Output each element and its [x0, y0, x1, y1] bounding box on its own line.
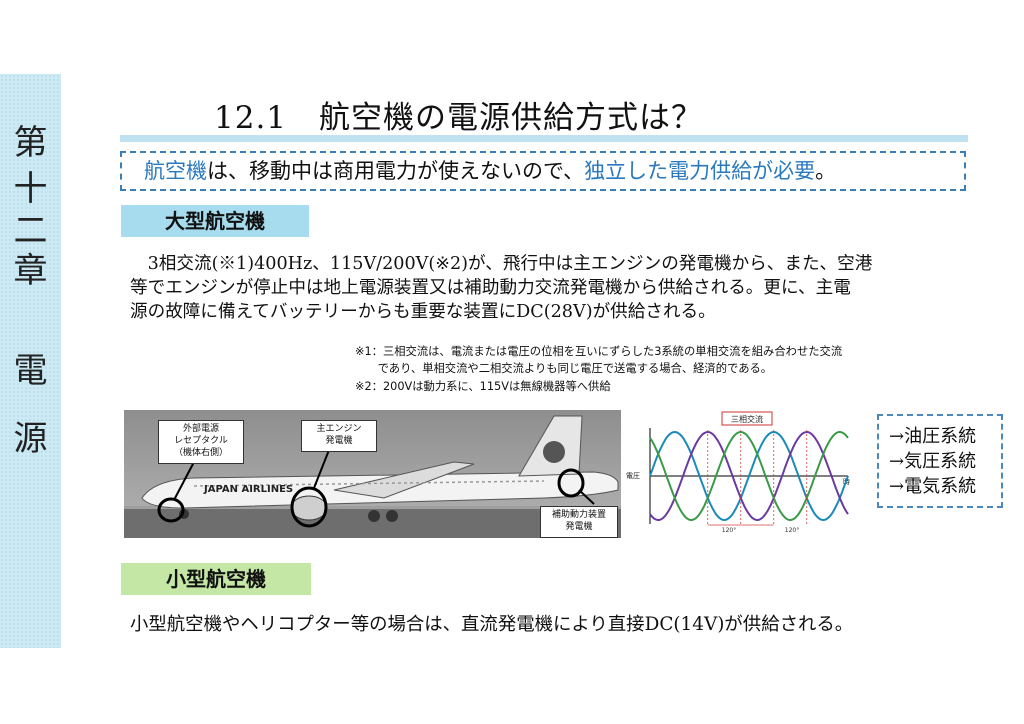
summary-text: 。 — [815, 159, 837, 183]
page-title: 12.1 航空機の電源供給方式は？ — [214, 100, 704, 136]
section-label-large: 大型航空機 — [121, 205, 309, 237]
summary-highlight: 航空機 — [144, 159, 207, 183]
chapter-char: 源 — [13, 419, 48, 459]
callout-line: 外部電源 — [182, 424, 219, 434]
footnote: であり、単相交流や二相交流よりも同じ電圧で送電する場合、経済的である。 — [355, 362, 773, 375]
title-underline — [120, 135, 968, 142]
phase-label: 120° — [785, 527, 799, 534]
callout-line: （機体右側） — [173, 448, 228, 458]
y-axis-label: 電圧 — [626, 472, 640, 480]
phase-wave — [649, 431, 849, 521]
summary-box: 航空機は、移動中は商用電力が使えないので、独立した電力供給が必要。 — [120, 151, 966, 191]
summary-highlight: 独立した電力供給が必要 — [584, 159, 816, 183]
callout-line: 発電機 — [565, 522, 593, 532]
callout-line: 補助動力装置 — [551, 510, 606, 520]
phase-wave — [649, 431, 849, 521]
three-phase-chart: 三相交流 電圧 時 120° 120° — [626, 408, 850, 538]
chapter-char: 二 — [13, 211, 48, 251]
callout-line: 発電機 — [325, 436, 353, 446]
callout-main-engine: 主エンジン 発電機 — [301, 420, 377, 452]
system-item: →油圧系統 — [889, 426, 977, 447]
body-line: 3相交流(※1)400Hz、115V/200V(※2)が、飛行中は主エンジンの発… — [130, 254, 873, 274]
chapter-char: 電 — [13, 351, 48, 391]
footnote: ※1：三相交流は、電流または電圧の位相を互いにずらした3系統の単相交流を組み合わ… — [355, 345, 843, 358]
small-aircraft-text: 小型航空機やヘリコプター等の場合は、直流発電機により直接DC(14V)が供給され… — [130, 614, 854, 635]
callout-external-power: 外部電源 レセプタクル （機体右側） — [158, 420, 244, 464]
system-item: →電気系統 — [889, 476, 977, 497]
systems-box: →油圧系統 →気圧系統 →電気系統 — [877, 414, 1003, 508]
callout-line: レセプタクル — [174, 436, 228, 446]
callout-line: 主エンジン — [316, 424, 362, 434]
airline-livery: JAPAN AIRLINES — [203, 484, 293, 495]
phase-wave — [649, 430, 849, 522]
chapter-char: 章 — [13, 251, 48, 291]
footnote: ※2：200Vは動力系に、115Vは無線機器等へ供給 — [355, 380, 611, 393]
section-label-small: 小型航空機 — [121, 563, 311, 595]
chapter-band: 第 十 二 章 電 源 — [0, 74, 61, 648]
chart-title: 三相交流 — [731, 414, 763, 424]
body-line: 源の故障に備えてバッテリーからも重要な装置にDC(28V)が供給される。 — [130, 302, 716, 322]
large-aircraft-text: 3相交流(※1)400Hz、115V/200V(※2)が、飛行中は主エンジンの発… — [130, 252, 980, 324]
three-phase-svg: 三相交流 電圧 時 120° 120° — [626, 411, 850, 534]
summary-text: は、移動中は商用電力が使えないので、 — [207, 159, 585, 183]
phase-label: 120° — [722, 527, 736, 534]
chapter-char: 十 — [13, 169, 48, 209]
callout-apu: 補助動力装置 発電機 — [540, 506, 618, 538]
chapter-char: 第 — [13, 123, 48, 163]
chart-title-box — [721, 411, 773, 426]
body-line: 等でエンジンが停止中は地上電源装置又は補助動力交流発電機から供給される。更に、主… — [130, 278, 851, 298]
system-item: →気圧系統 — [889, 451, 977, 472]
